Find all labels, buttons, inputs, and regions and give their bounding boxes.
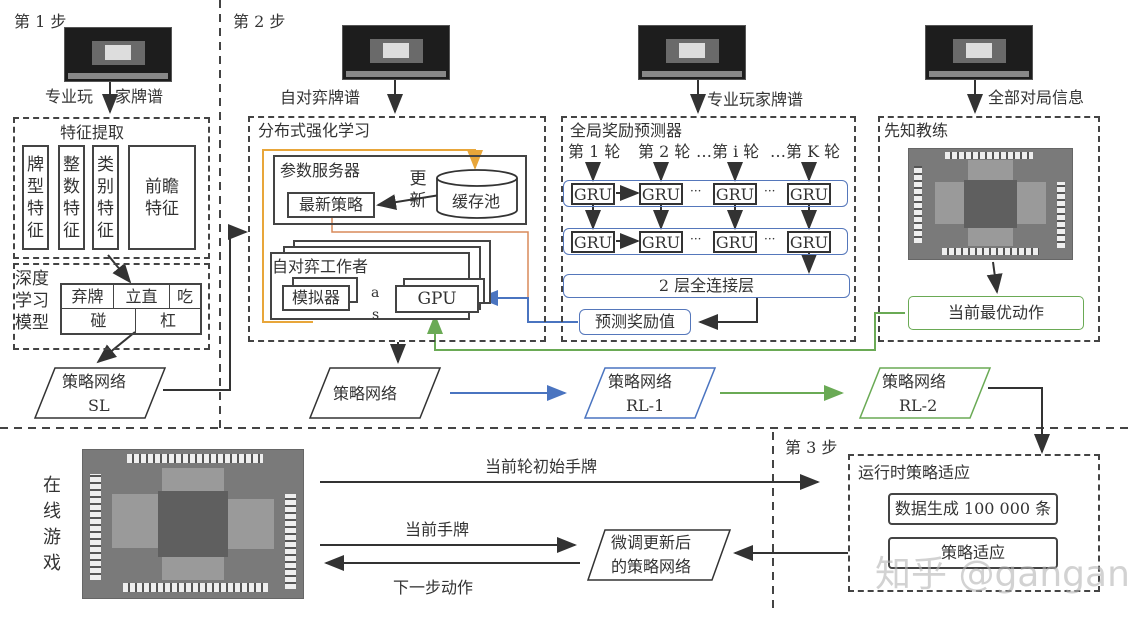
param-server-box xyxy=(273,155,527,225)
online-game-label: 在 线 游 戏 xyxy=(43,475,61,574)
gru-cell: GRU xyxy=(571,183,615,205)
gru-layer-2 xyxy=(563,228,848,255)
state-s-label: s xyxy=(372,307,380,323)
step3-label: 第 3 步 xyxy=(785,438,838,457)
buffer-cylinder xyxy=(436,169,518,219)
gru-layer-1 xyxy=(563,180,848,207)
policy-rl2-shape xyxy=(858,367,992,419)
game-screenshot-step1 xyxy=(64,27,172,82)
pro-records-label: 专业玩家牌谱 xyxy=(707,90,804,109)
online-game-board xyxy=(82,449,304,599)
current-hand-label: 当前手牌 xyxy=(405,520,470,539)
gru-cell: GRU xyxy=(639,183,683,205)
gru-cell: GRU xyxy=(713,231,757,253)
deep-model-group xyxy=(13,263,210,350)
game-screenshot-selfplay xyxy=(342,25,450,80)
round-1-label: 第 1 轮 xyxy=(568,142,621,161)
policy-rl1-line1: 策略网络 xyxy=(608,372,673,391)
initial-hand-label: 当前轮初始手牌 xyxy=(485,457,598,476)
step1-label: 第 1 步 xyxy=(14,12,67,31)
round-2-label: 第 2 轮 xyxy=(638,142,691,161)
distributed-rl-title: 分布式强化学习 xyxy=(258,121,371,140)
oracle-coach-title: 先知教练 xyxy=(884,121,949,140)
head-discard: 弃牌 xyxy=(62,285,114,309)
head-kan: 杠 xyxy=(159,311,176,330)
game-screenshot-allinfo xyxy=(925,25,1033,80)
distributed-rl-group xyxy=(248,116,546,342)
gru-cell: GRU xyxy=(571,231,615,253)
update-label: 更 新 xyxy=(409,169,427,211)
policy-adapt-box: 策略适应 xyxy=(888,537,1058,569)
policy-plain-shape xyxy=(308,367,442,419)
policy-sl-line1: 策略网络 xyxy=(62,372,127,391)
ellipsis: ··· xyxy=(764,232,776,246)
selfplay-worker-title: 自对弈工作者 xyxy=(272,257,369,276)
action-head-table: 弃牌 立直 吃 碰 杠 xyxy=(60,283,202,335)
ellipsis: ··· xyxy=(690,232,702,246)
gru-cell: GRU xyxy=(787,183,831,205)
action-a-label: a xyxy=(371,285,380,301)
ellipsis: ··· xyxy=(690,184,702,198)
head-riichi: 立直 xyxy=(114,285,170,309)
feature-extraction-title: 特征提取 xyxy=(60,123,125,142)
pro-records-label-b: 家牌谱 xyxy=(115,87,164,106)
game-screenshot-pro xyxy=(638,25,746,80)
feature-integer: 整 数 特 征 xyxy=(58,145,85,250)
policy-rl2-line1: 策略网络 xyxy=(882,372,947,391)
gru-cell: GRU xyxy=(787,231,831,253)
next-action-label: 下一步动作 xyxy=(393,578,474,597)
deep-model-title: 深度 学习 模型 xyxy=(15,269,49,333)
policy-rl1-shape xyxy=(583,367,717,419)
predicted-reward-box: 预测奖励值 xyxy=(579,309,691,335)
head-chi: 吃 xyxy=(170,285,200,309)
selfplay-records-label: 自对弈牌谱 xyxy=(280,88,361,107)
feature-tile-type: 牌 型 特 征 xyxy=(22,145,49,250)
step2-label: 第 2 步 xyxy=(233,12,286,31)
round-i-label: …第 i 轮 xyxy=(696,142,760,161)
global-reward-group xyxy=(561,116,856,342)
feature-lookahead: 前瞻 特征 xyxy=(128,145,196,250)
pro-records-label-a: 专业玩 xyxy=(45,87,94,106)
data-gen-box: 数据生成 100 000 条 xyxy=(888,493,1058,525)
oracle-game-board xyxy=(908,148,1073,260)
watermark: 知乎 @gangan xyxy=(875,554,1130,595)
best-action-box: 当前最优动作 xyxy=(908,296,1084,330)
all-game-info-label: 全部对局信息 xyxy=(988,88,1085,107)
simulator-box: 模拟器 xyxy=(282,285,350,311)
param-server-title: 参数服务器 xyxy=(280,161,361,180)
head-pon: 碰 xyxy=(62,309,136,333)
finetuned-policy-line2: 的策略网络 xyxy=(611,557,692,576)
policy-rl2-line2: RL-2 xyxy=(899,396,938,415)
oracle-coach-group xyxy=(878,116,1100,342)
feature-extraction-group xyxy=(13,117,210,259)
runtime-adapt-group xyxy=(848,454,1100,592)
runtime-adapt-title: 运行时策略适应 xyxy=(858,463,971,482)
latest-policy-box: 最新策略 xyxy=(287,192,375,218)
feature-category: 类 别 特 征 xyxy=(92,145,119,250)
policy-plain-label: 策略网络 xyxy=(333,384,398,403)
finetuned-policy-line1: 微调更新后 xyxy=(611,533,692,552)
policy-sl-shape xyxy=(33,367,167,419)
finetuned-policy-shape xyxy=(586,529,732,581)
policy-sl-line2: SL xyxy=(88,396,110,415)
policy-rl1-line2: RL-1 xyxy=(626,396,665,415)
fc-layers-box: 2 层全连接层 xyxy=(563,274,850,298)
global-reward-title: 全局奖励预测器 xyxy=(570,121,683,140)
round-k-label: …第 K 轮 xyxy=(770,142,841,161)
gru-cell: GRU xyxy=(713,183,757,205)
ellipsis: ··· xyxy=(764,184,776,198)
gpu-box: GPU xyxy=(395,285,479,313)
buffer-label: 缓存池 xyxy=(452,192,501,211)
gru-cell: GRU xyxy=(639,231,683,253)
